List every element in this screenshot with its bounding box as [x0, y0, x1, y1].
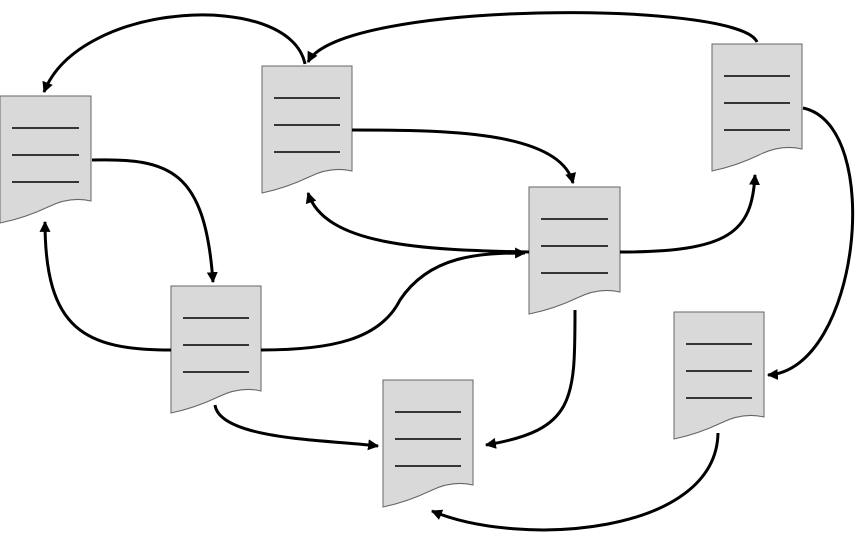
link-arrow — [484, 309, 577, 449]
document-icon — [382, 379, 474, 508]
link-arrow — [351, 128, 576, 185]
link-arrow — [305, 191, 530, 254]
document-icon — [0, 95, 92, 224]
link-arrow — [213, 404, 380, 451]
document-icon — [261, 65, 353, 194]
link-arrow — [619, 173, 760, 254]
document-icon — [711, 43, 803, 172]
link-arrow — [306, 11, 759, 63]
document-icon — [528, 186, 621, 315]
link-arrow — [42, 13, 307, 94]
link-arrow — [91, 158, 218, 284]
document-icon — [673, 311, 765, 440]
link-arrow — [766, 106, 855, 380]
link-arrow — [39, 220, 172, 352]
document-icon — [170, 285, 262, 414]
link-arrow — [430, 432, 720, 532]
link-arrow — [260, 247, 527, 352]
